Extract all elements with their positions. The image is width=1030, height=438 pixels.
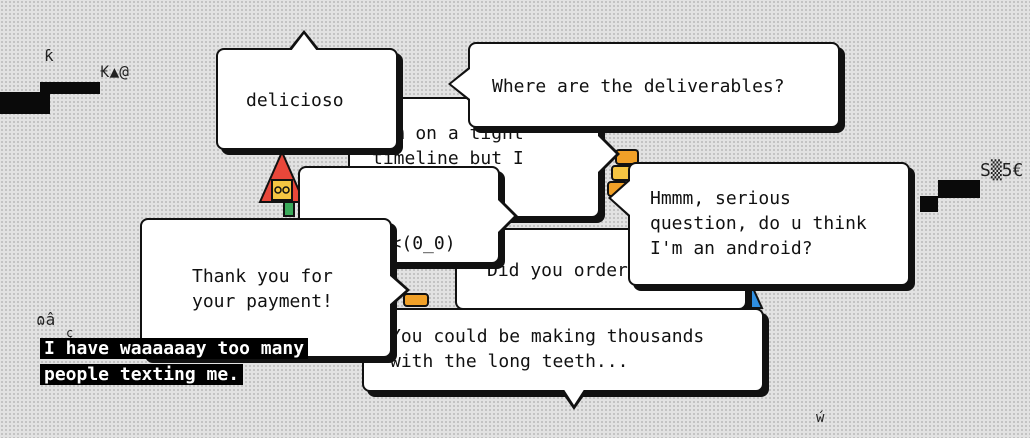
bubble-tail (451, 69, 470, 99)
bubble-tail (389, 275, 406, 305)
bubble-tail (597, 135, 616, 173)
glitch-block (938, 180, 980, 198)
glitch-glyph: ₭▲@ (100, 62, 129, 81)
glitch-glyph: S▒5€ (980, 160, 1024, 181)
glitch-block (40, 82, 100, 94)
glitch-block (920, 196, 938, 212)
chat-text-face: <(0_0) (390, 233, 456, 254)
glitch-glyph: ç (66, 326, 74, 340)
bubble-tail (497, 199, 514, 233)
chat-bubble-deliverables: Where are the deliverables? (468, 42, 840, 128)
glitch-block (0, 92, 50, 114)
chat-bubble-delicioso: delicioso (216, 48, 398, 150)
chat-bubble-android: Hmmm, serious question, do u think I'm a… (628, 162, 910, 286)
dialogue-caption: I have waaaaaay too many people texting … (40, 336, 309, 388)
bubble-tail (291, 34, 317, 51)
glitch-glyph: ẃ (816, 410, 825, 426)
chat-bubble-payment: Thank you for your payment! (140, 218, 392, 358)
glitch-glyph: ɷâ (36, 310, 56, 329)
bubble-tail (563, 388, 585, 405)
caption-line-1: I have waaaaaay too many (40, 338, 309, 359)
bubble-tail (611, 181, 630, 215)
character-figure (258, 150, 306, 217)
caption-line-2: people texting me. (40, 364, 244, 385)
chat-bubble-thousands: You could be making thousands with the l… (362, 308, 764, 392)
glitch-glyph: ƙ (44, 46, 54, 65)
